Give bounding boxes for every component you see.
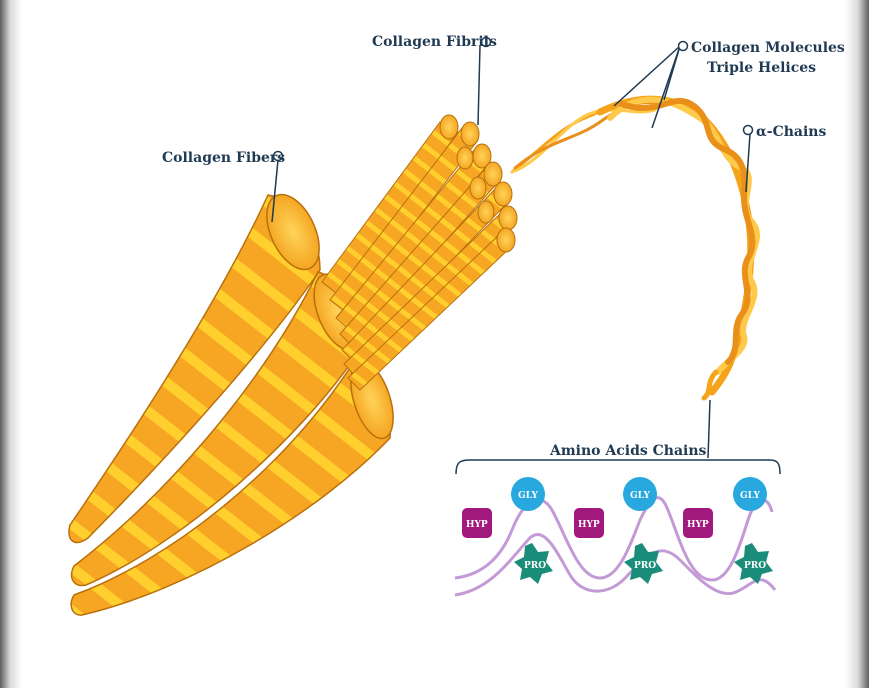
label-triple-helices: Triple Helices (707, 60, 816, 76)
collagen-structure-diagram: Collagen Fibrils Collagen Molecules Trip… (22, 0, 845, 688)
gly-label: GLY (518, 491, 538, 501)
hyp-label: HYP (466, 520, 488, 530)
triple-helix (512, 99, 757, 398)
diagram-canvas: Collagen Fibrils Collagen Molecules Trip… (22, 0, 845, 688)
pro-label: PRO (744, 561, 766, 571)
gly-label: GLY (740, 491, 760, 501)
collagen-fibrils-bundle (322, 115, 517, 390)
gly-label: GLY (630, 491, 650, 501)
label-collagen-fibrils: Collagen Fibrils (372, 34, 497, 50)
label-collagen-molecules: Collagen Molecules (691, 40, 845, 56)
amino-acid-backbone (455, 498, 775, 595)
amino-acids-bracket (456, 460, 780, 474)
label-alpha-chains: α-Chains (756, 124, 826, 140)
label-collagen-fibers: Collagen Fibers (162, 150, 285, 166)
amino-unit-1: HYP GLY PRO (462, 477, 553, 584)
hyp-label: HYP (687, 520, 709, 530)
label-amino-acids-chains: Amino Acids Chains (549, 443, 707, 459)
hyp-label: HYP (578, 520, 600, 530)
pro-label: PRO (634, 561, 656, 571)
pro-label: PRO (524, 561, 546, 571)
